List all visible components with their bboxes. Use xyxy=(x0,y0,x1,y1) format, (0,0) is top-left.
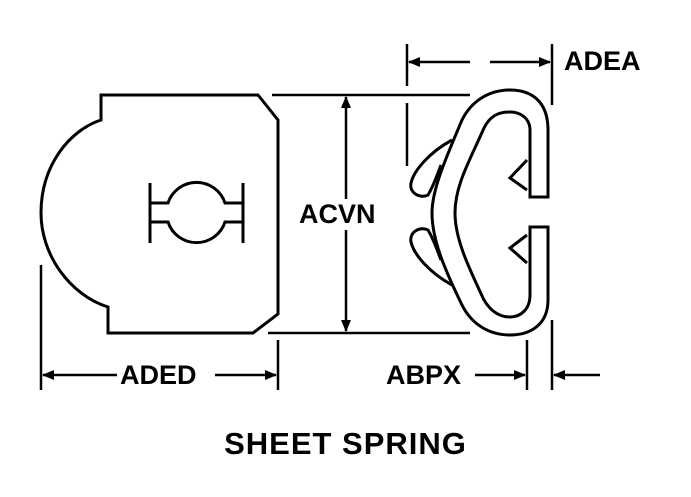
spring-finger-top xyxy=(409,138,453,198)
keyhole-slot xyxy=(148,180,245,245)
spring-tab-top xyxy=(507,158,529,192)
spring-tab-bottom xyxy=(507,233,528,265)
dimension-label-abpx: ABPX xyxy=(383,360,465,390)
dimension-label-acvn: ACVN xyxy=(296,199,379,229)
dimension-lines xyxy=(39,44,600,390)
spring-finger-bottom xyxy=(409,227,453,287)
dimension-label-adea: ADEA xyxy=(561,46,644,76)
drawing-title: SHEET SPRING xyxy=(224,426,467,461)
spring-clip xyxy=(430,88,550,337)
plate-outline xyxy=(39,93,280,335)
dimension-label-aded: ADED xyxy=(117,360,200,390)
